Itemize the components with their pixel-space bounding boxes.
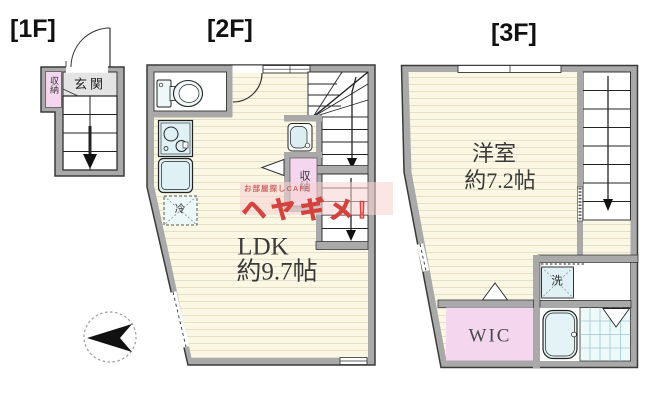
watermark-small-text: お部屋探しCAFE — [244, 184, 311, 193]
folding-door-icon — [481, 282, 509, 301]
door-arc-icon-2f — [232, 65, 263, 103]
fridge-label: 冷 — [174, 203, 186, 215]
watermark-large-text: ヘヤギメ! — [241, 196, 371, 224]
washer-icon — [541, 266, 574, 299]
wall — [533, 255, 540, 368]
wic-room-3f — [446, 307, 533, 361]
floorplan-3f — [400, 64, 639, 369]
folding-door-icon — [260, 158, 285, 177]
wic-label: WIC — [468, 325, 512, 347]
wall — [437, 299, 534, 308]
watermark: お部屋探しCAFE ヘヤギメ! — [240, 182, 393, 225]
entrance-step-line — [62, 88, 79, 97]
floor-label-2f: [2F] — [207, 15, 253, 43]
stairs-1f-icon — [62, 95, 118, 171]
wall — [284, 115, 322, 122]
floor-label-1f: [1F] — [10, 15, 56, 43]
tile-floor-icon — [579, 307, 631, 362]
wall — [537, 254, 639, 263]
window-2f-top — [262, 65, 311, 74]
floorplan-1f — [40, 27, 125, 177]
stove-icon — [157, 119, 194, 158]
closet-label-1f: 収納 — [49, 76, 59, 94]
wall — [577, 72, 583, 258]
wall — [226, 72, 233, 117]
ldk-floor — [154, 72, 368, 358]
bathtub-icon — [542, 309, 578, 360]
washbasin-icon — [287, 123, 313, 152]
room-name-2f: LDK — [237, 233, 289, 261]
entrance-label: 玄関 — [73, 76, 107, 92]
window-2f-bottom — [339, 357, 368, 365]
wall — [539, 300, 632, 308]
room-size-2f: 約9.7帖 — [236, 258, 318, 286]
wall — [315, 241, 369, 250]
compass-arrow-icon — [83, 311, 137, 363]
wall — [284, 152, 322, 158]
window-3f-top — [457, 65, 562, 73]
washer-label: 洗 — [551, 275, 563, 288]
door-arc-icon-1f — [65, 27, 111, 73]
room-name-3f: 洋室 — [471, 141, 517, 166]
window-2f-diagonal — [169, 291, 190, 348]
closet-room-1f — [45, 71, 62, 108]
floor-label-3f: [3F] — [491, 19, 537, 47]
toilet-icon — [156, 79, 204, 108]
fridge-icon — [163, 195, 198, 226]
room-door-hatch-3f — [576, 186, 583, 222]
stairs-2f-winder-icon — [307, 71, 369, 118]
wall — [154, 110, 232, 118]
stairs-2f-upper-icon — [321, 76, 369, 169]
stairs-3f-icon — [582, 71, 631, 221]
wall — [315, 165, 369, 175]
room-size-3f: 約7.2帖 — [464, 168, 536, 193]
sink-icon — [157, 157, 194, 194]
bath-door-icon — [602, 308, 631, 328]
window-3f-diagonal — [416, 243, 430, 272]
